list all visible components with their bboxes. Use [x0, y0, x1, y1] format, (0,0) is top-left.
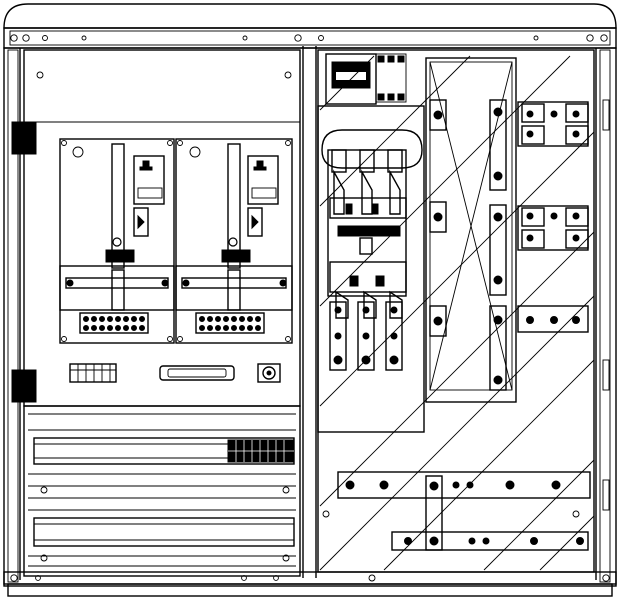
meter-1-terminal-block	[83, 316, 145, 331]
cabinet-base	[3, 571, 617, 597]
cabinet-top-rail	[9, 30, 611, 46]
busbar-support-frame	[425, 57, 517, 403]
neutral-busbar	[337, 471, 591, 499]
din-rail-section	[23, 405, 301, 577]
meter-2-terminal-block	[199, 316, 261, 331]
cabinet-roof	[3, 3, 617, 49]
compartment-divider	[302, 46, 317, 578]
door-handle	[159, 365, 235, 381]
auxiliary-terminal-strip	[69, 363, 117, 383]
control-relay	[325, 53, 407, 105]
vertical-busbars	[489, 99, 507, 391]
meter-mounting-plate	[23, 49, 301, 407]
outgoing-busbars-left	[329, 301, 403, 371]
cable-entry-cover	[317, 105, 425, 433]
meter-module-1	[59, 138, 175, 344]
protective-cover-hatching	[319, 55, 595, 571]
pe-earth-busbar	[391, 475, 589, 551]
meter-module-2	[175, 138, 293, 344]
busbar-clamps	[517, 101, 589, 333]
lock-cylinder	[257, 363, 281, 383]
switchgear-mounting-plate	[317, 49, 595, 573]
fuse-switch-disconnector	[327, 149, 407, 319]
door-latch-right	[602, 99, 610, 511]
